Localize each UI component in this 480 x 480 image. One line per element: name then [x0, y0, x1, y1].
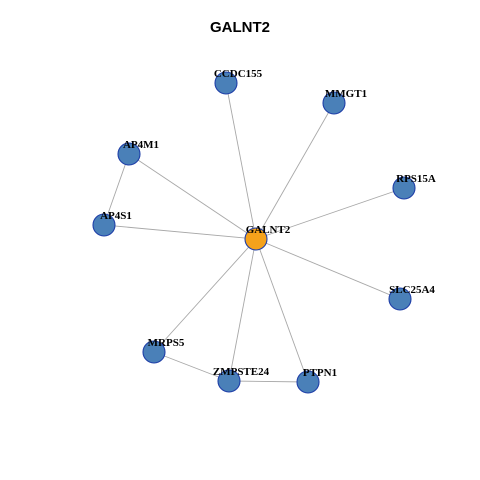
- edge-galnt2-ptpn1: [255, 238, 309, 383]
- edge-ap4m1-ap4s1: [103, 153, 130, 226]
- label-galnt2: GALNT2: [246, 224, 291, 236]
- edge-mrps5-zmpste24: [153, 351, 230, 382]
- label-ptpn1: PTPN1: [303, 367, 337, 379]
- node-mrps5[interactable]: [142, 340, 166, 364]
- label-ap4m1: AP4M1: [123, 139, 159, 151]
- node-galnt2[interactable]: [244, 227, 268, 251]
- node-mmgt1[interactable]: [322, 91, 346, 115]
- node-zmpste24[interactable]: [217, 369, 241, 393]
- edge-galnt2-mmgt1: [255, 102, 335, 240]
- node-ap4m1[interactable]: [117, 142, 141, 166]
- edge-galnt2-slc25a4: [255, 238, 401, 300]
- edge-galnt2-mrps5: [153, 238, 257, 353]
- node-slc25a4[interactable]: [388, 287, 412, 311]
- edge-galnt2-ap4s1: [103, 224, 257, 240]
- label-zmpste24: ZMPSTE24: [213, 366, 270, 378]
- node-ptpn1[interactable]: [296, 370, 320, 394]
- label-mrps5: MRPS5: [148, 337, 185, 349]
- edge-galnt2-ap4m1: [128, 153, 257, 240]
- label-rps15a: RPS15A: [396, 173, 436, 185]
- label-ap4s1: AP4S1: [100, 210, 132, 222]
- edge-layer: [103, 82, 405, 383]
- edge-galnt2-ccdc155: [225, 82, 257, 240]
- label-mmgt1: MMGT1: [325, 88, 367, 100]
- edge-galnt2-zmpste24: [228, 238, 257, 382]
- node-ccdc155[interactable]: [214, 71, 238, 95]
- graph-title: GALNT2: [210, 19, 270, 36]
- label-slc25a4: SLC25A4: [389, 284, 435, 296]
- label-ccdc155: CCDC155: [214, 68, 263, 80]
- node-layer: [92, 71, 416, 394]
- node-rps15a[interactable]: [392, 176, 416, 200]
- edge-galnt2-rps15a: [255, 187, 405, 240]
- node-ap4s1[interactable]: [92, 213, 116, 237]
- edge-zmpste24-ptpn1: [228, 380, 309, 383]
